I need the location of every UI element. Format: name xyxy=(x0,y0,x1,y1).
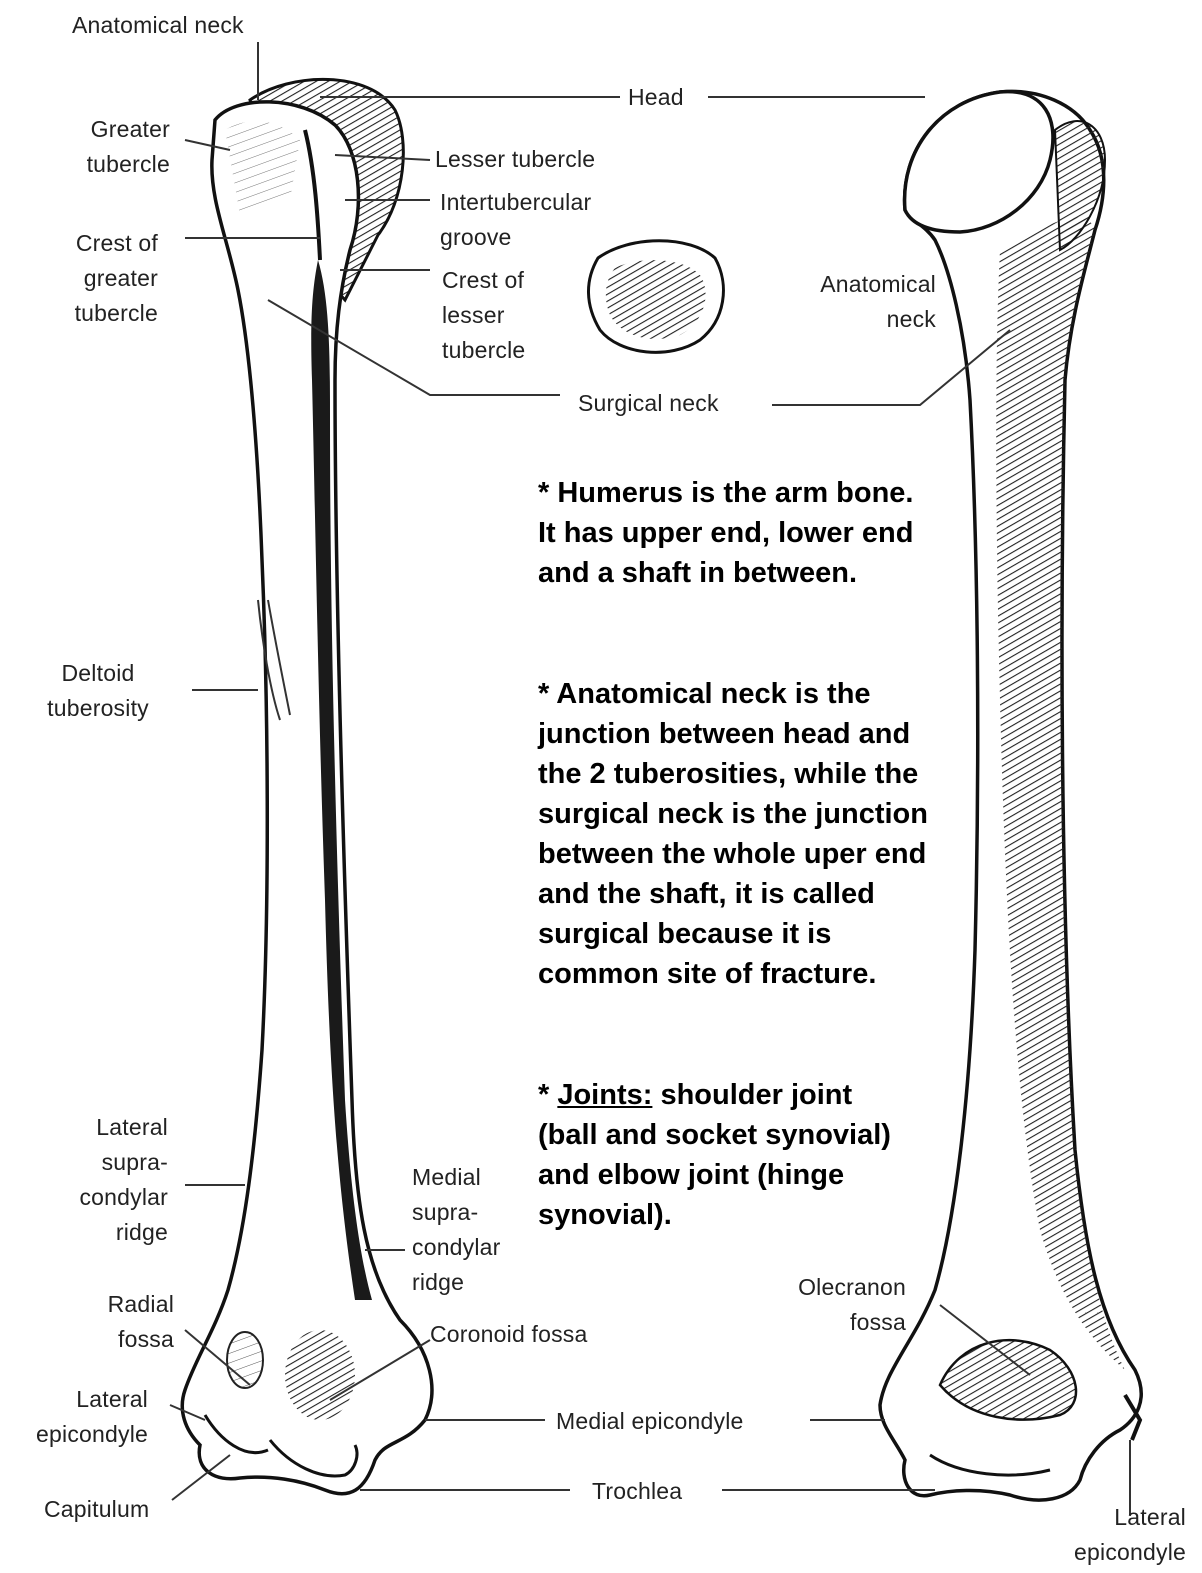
label-coronoid-fossa: Coronoid fossa xyxy=(430,1317,588,1352)
note-joints-bullet: * xyxy=(538,1079,557,1111)
anterior-humerus xyxy=(182,79,432,1493)
label-anatomical-neck-anterior: Anatomical neck xyxy=(72,8,244,43)
note-humerus: * Humerus is the arm bone. It has upper … xyxy=(538,473,938,593)
label-lateral-epicondyle-posterior: Lateral epicondyle xyxy=(1040,1500,1186,1570)
label-lesser-tubercle: Lesser tubercle xyxy=(435,142,595,177)
note-necks: * Anatomical neck is the junction betwee… xyxy=(538,674,938,994)
label-intertubercular-groove: Intertubercular groove xyxy=(440,185,591,255)
label-crest-of-greater-tubercle: Crest of greater tubercle xyxy=(30,226,158,331)
note-joints-heading: Joints: xyxy=(557,1079,652,1111)
anterior-bone-outline xyxy=(182,102,432,1494)
label-trochlea: Trochlea xyxy=(592,1474,682,1509)
greater-tubercle-posterior xyxy=(1055,121,1105,250)
note-necks-bullet: * xyxy=(538,678,556,710)
label-lateral-epicondyle-anterior: Lateral epicondyle xyxy=(6,1382,148,1452)
coronoid-fossa-mark xyxy=(285,1330,355,1420)
label-crest-of-lesser-tubercle: Crest of lesser tubercle xyxy=(442,263,525,368)
label-medial-epicondyle: Medial epicondyle xyxy=(556,1404,744,1439)
label-medial-supracondylar-ridge: Medial supra- condylar ridge xyxy=(412,1160,501,1300)
label-radial-fossa: Radial fossa xyxy=(40,1287,174,1357)
note-necks-text: Anatomical neck is the junction between … xyxy=(538,678,928,990)
label-head: Head xyxy=(628,80,684,115)
note-humerus-text: Humerus is the arm bone. It has upper en… xyxy=(538,477,914,589)
note-humerus-bullet: * xyxy=(538,477,557,509)
shaft-cross-section xyxy=(588,241,723,353)
label-surgical-neck: Surgical neck xyxy=(578,386,719,421)
label-lateral-supracondylar-ridge: Lateral supra- condylar ridge xyxy=(40,1110,168,1250)
label-anatomical-neck-posterior: Anatomical neck xyxy=(780,267,936,337)
label-capitulum: Capitulum xyxy=(44,1492,149,1527)
label-greater-tubercle: Greater tubercle xyxy=(40,112,170,182)
label-olecranon-fossa: Olecranon fossa xyxy=(760,1270,906,1340)
note-joints: * Joints: shoulder joint (ball and socke… xyxy=(538,1075,898,1235)
label-deltoid-tuberosity: Deltoid tuberosity xyxy=(28,656,168,726)
